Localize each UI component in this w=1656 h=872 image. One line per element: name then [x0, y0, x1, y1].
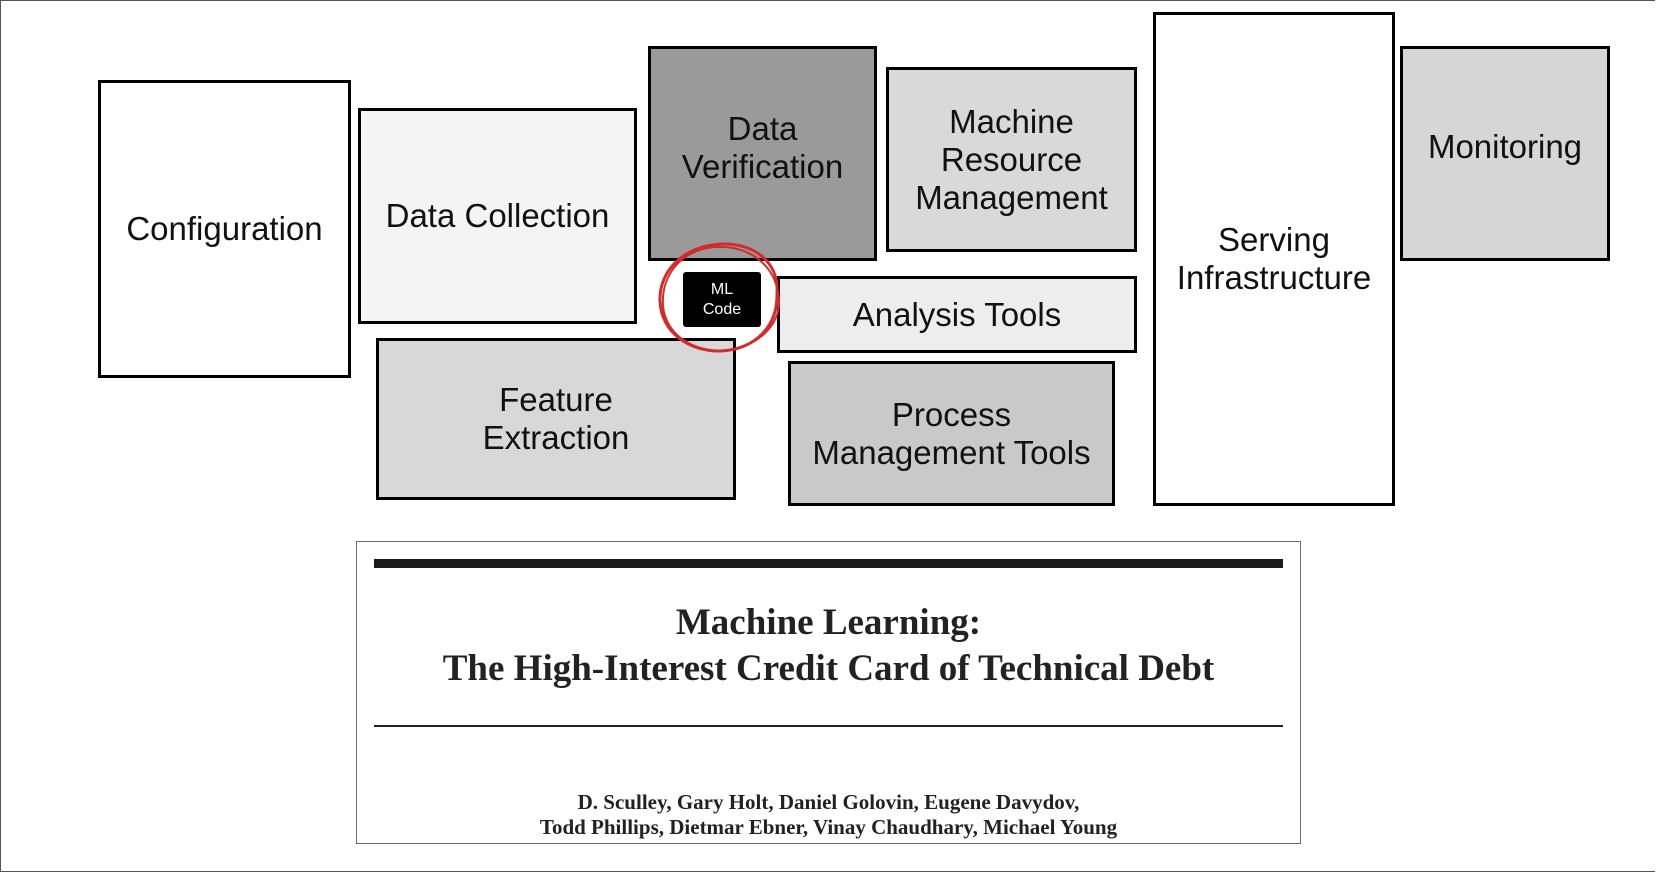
title-divider: [374, 725, 1283, 727]
data-collection-box: Data Collection: [358, 108, 637, 324]
paper-authors: D. Sculley, Gary Holt, Daniel Golovin, E…: [357, 790, 1300, 840]
serving-infrastructure-box: Serving Infrastructure: [1153, 12, 1395, 506]
machine-resource-management-box: Machine Resource Management: [886, 67, 1137, 252]
authors-line-1: D. Sculley, Gary Holt, Daniel Golovin, E…: [577, 790, 1080, 814]
ml-code-box: ML Code: [683, 272, 761, 327]
data-verification-box: Data Verification: [648, 46, 877, 261]
configuration-box: Configuration: [98, 80, 351, 378]
authors-line-2: Todd Phillips, Dietmar Ebner, Vinay Chau…: [539, 815, 1118, 839]
paper-title-line-2: The High-Interest Credit Card of Technic…: [442, 648, 1215, 689]
paper-header: Machine Learning: The High-Interest Cred…: [356, 541, 1301, 844]
process-management-tools-box: Process Management Tools: [788, 361, 1115, 506]
paper-title-line-1: Machine Learning:: [675, 602, 982, 643]
feature-extraction-box: Feature Extraction: [376, 338, 736, 500]
paper-title: Machine Learning: The High-Interest Cred…: [357, 600, 1300, 692]
analysis-tools-box: Analysis Tools: [777, 276, 1137, 353]
monitoring-box: Monitoring: [1400, 46, 1610, 261]
top-rule: [374, 559, 1283, 568]
